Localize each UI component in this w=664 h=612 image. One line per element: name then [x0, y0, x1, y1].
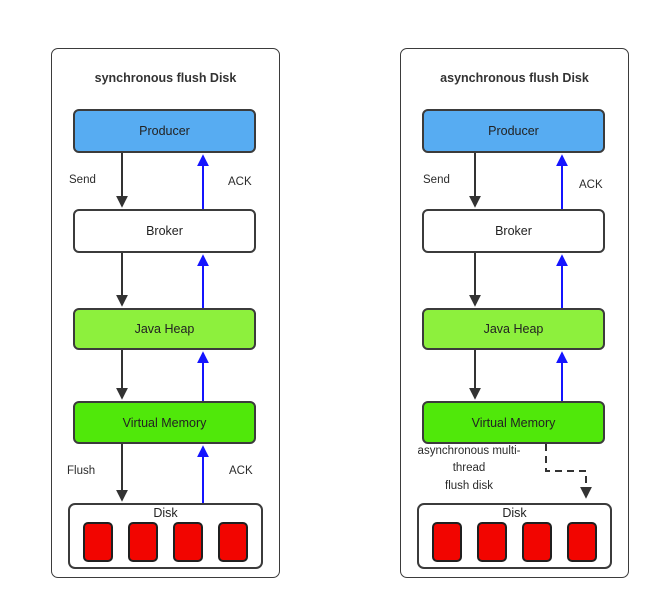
disk-platter	[83, 522, 113, 562]
disk-platter	[128, 522, 158, 562]
virtual-memory-box: Virtual Memory	[422, 401, 605, 444]
send-label: Send	[423, 174, 450, 186]
panel-title: synchronous flush Disk	[94, 71, 237, 85]
async-flush-note: asynchronous multi- thread flush disk	[417, 445, 521, 492]
disk-platter	[522, 522, 552, 562]
panel-asynchronous-flush: asynchronous flush Disk	[400, 48, 629, 578]
disk-box: Disk	[68, 503, 263, 569]
disk-platters	[419, 520, 610, 562]
disk-platter	[173, 522, 203, 562]
broker-box: Broker	[422, 209, 605, 253]
java-heap-box: Java Heap	[73, 308, 256, 350]
java-heap-box: Java Heap	[422, 308, 605, 350]
disk-label: Disk	[502, 506, 527, 520]
disk-platter	[567, 522, 597, 562]
ack-label: ACK	[228, 176, 252, 188]
panel-title: asynchronous flush Disk	[440, 71, 589, 85]
send-label: Send	[69, 174, 96, 186]
ack-label: ACK	[229, 465, 253, 477]
producer-box: Producer	[422, 109, 605, 153]
disk-platters	[70, 520, 261, 562]
dashed-flush-arrow	[545, 444, 592, 499]
virtual-memory-box: Virtual Memory	[73, 401, 256, 444]
panel-synchronous-flush: synchronous flush Disk	[51, 48, 280, 578]
disk-platter	[432, 522, 462, 562]
disk-platter	[218, 522, 248, 562]
disk-box: Disk	[417, 503, 612, 569]
disk-platter	[477, 522, 507, 562]
disk-label: Disk	[153, 506, 178, 520]
flush-label: Flush	[67, 465, 96, 477]
broker-box: Broker	[73, 209, 256, 253]
producer-box: Producer	[73, 109, 256, 153]
ack-label: ACK	[579, 179, 603, 191]
